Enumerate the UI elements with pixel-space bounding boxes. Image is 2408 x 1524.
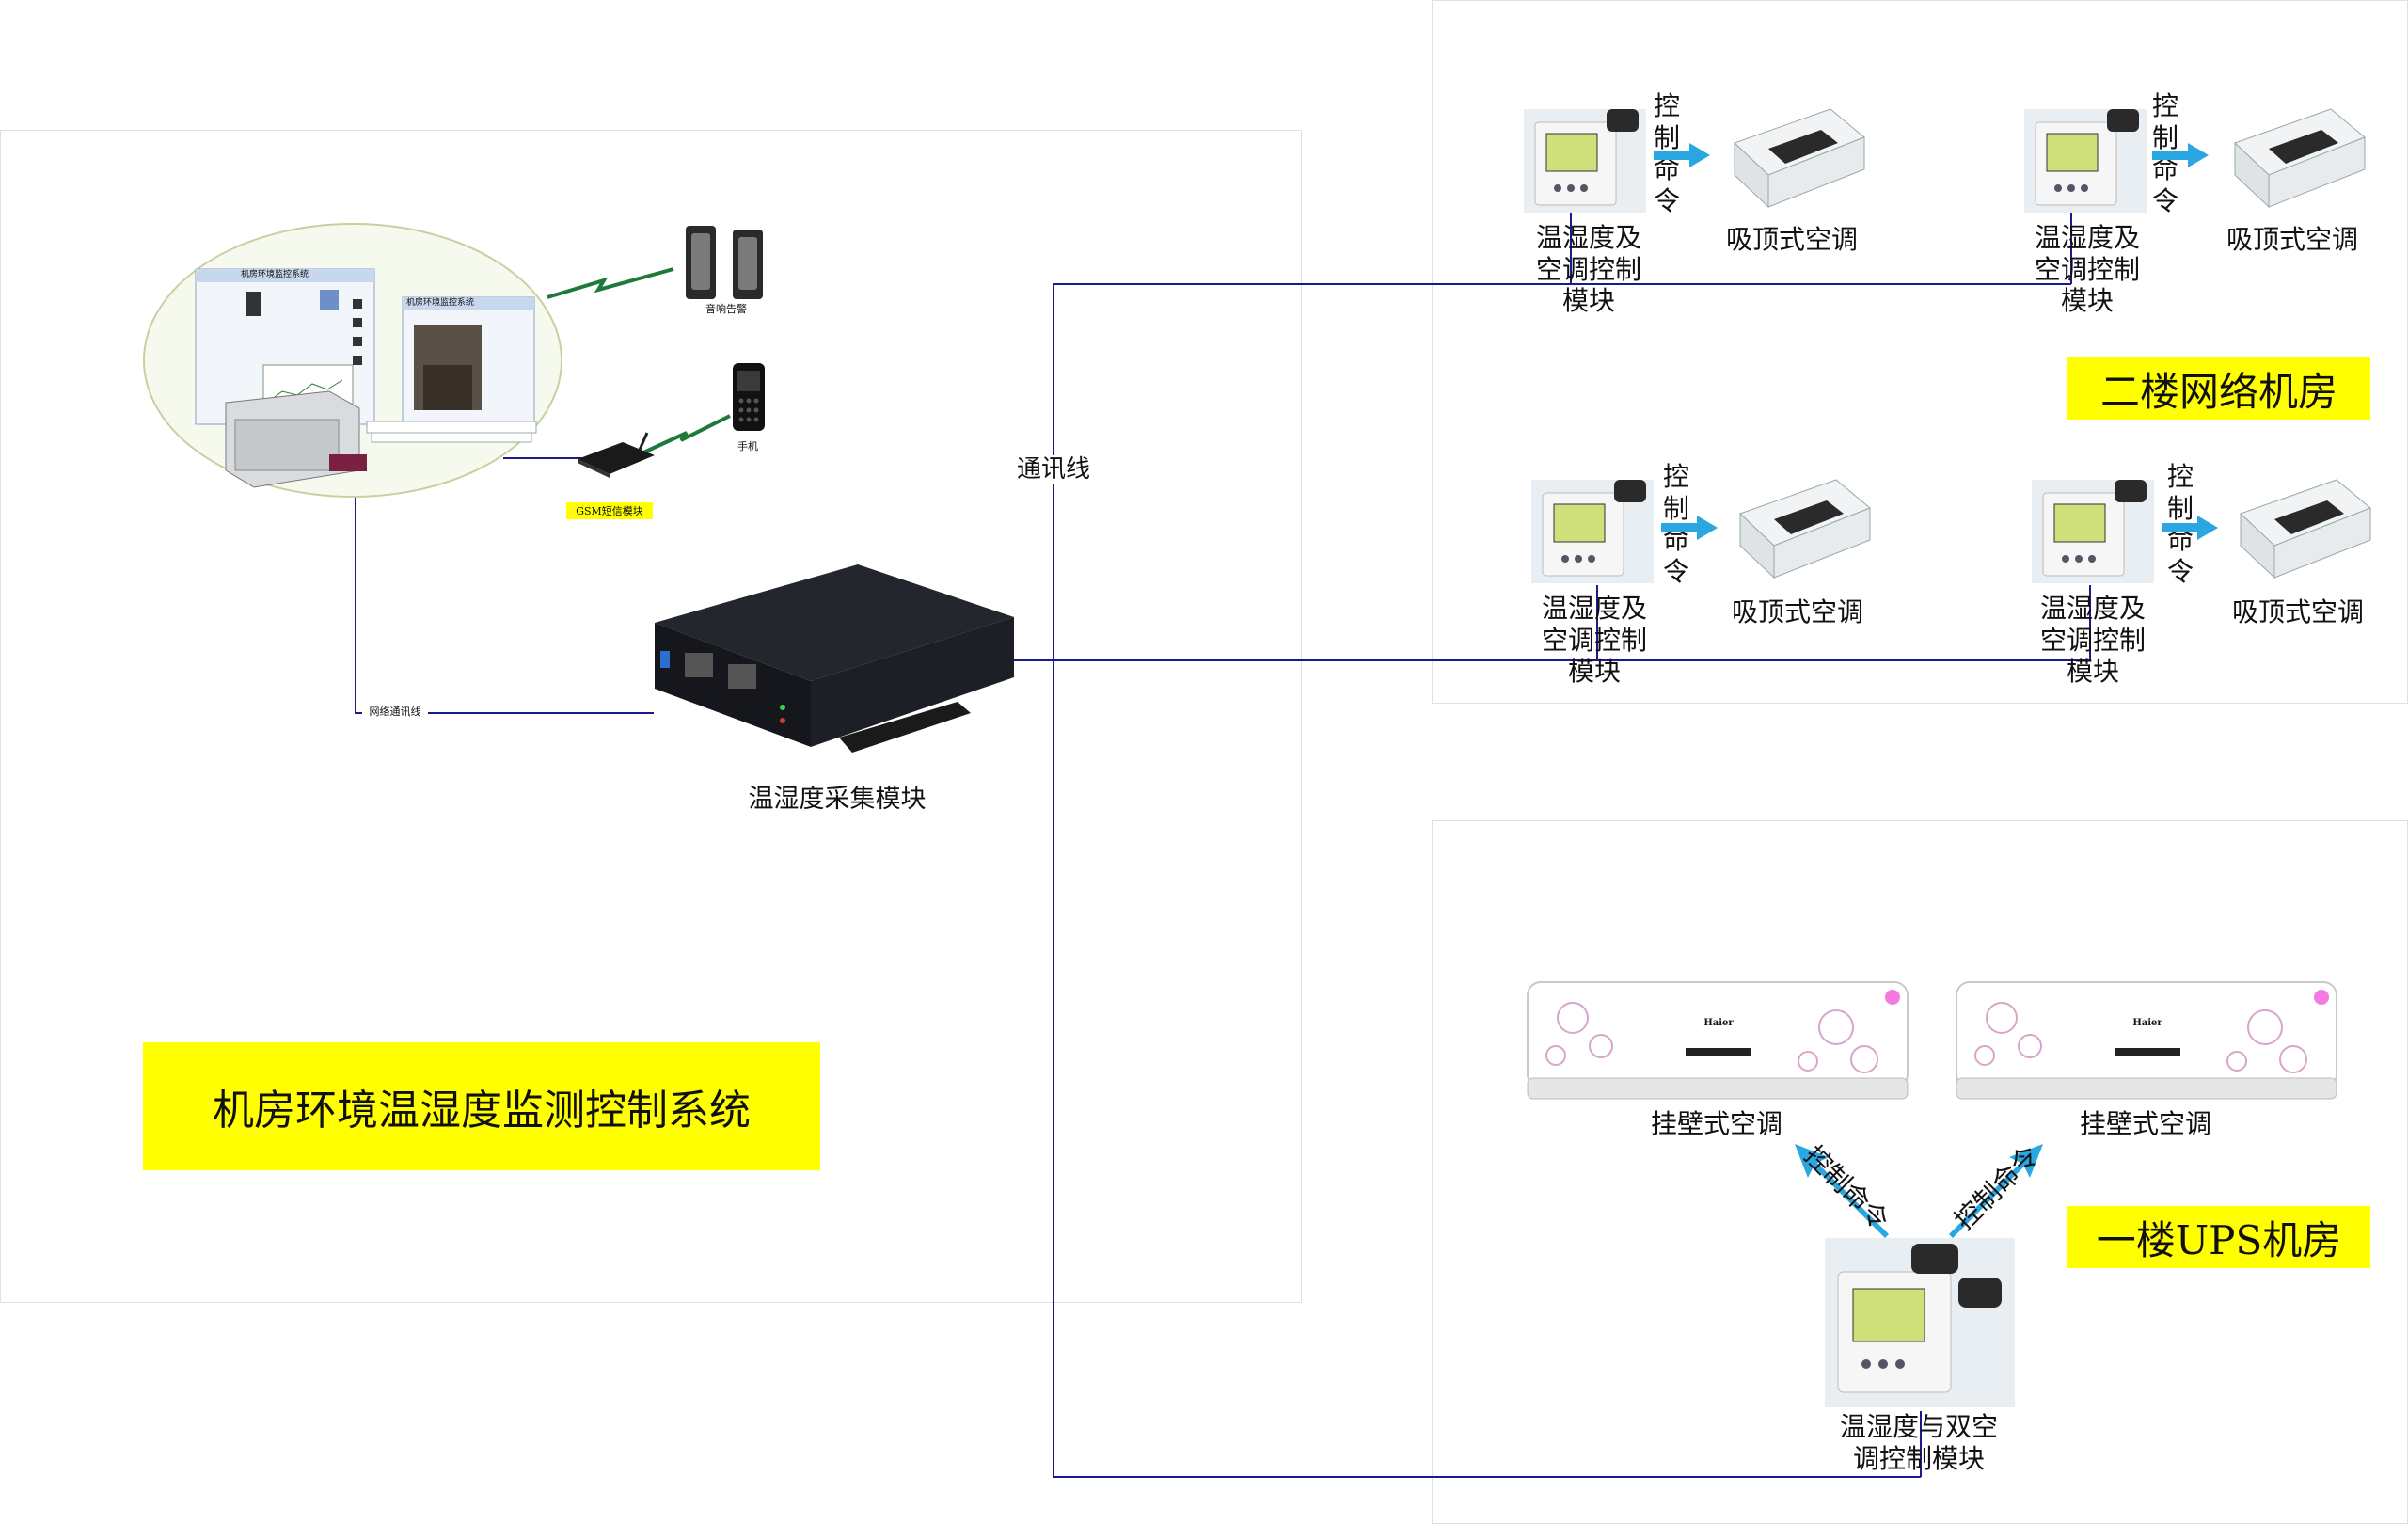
collector-module-icon <box>655 564 1014 753</box>
ups-cmd-arrow-right <box>1949 1144 2043 1238</box>
floor2-cmd-arrow-3 <box>1661 516 1718 540</box>
comm-line-label: 通讯线 <box>997 455 1110 485</box>
software-window1-title: 机房环境监控系统 <box>241 270 309 279</box>
floor2-cmd-arrow-1 <box>1654 143 1710 167</box>
floor2-ceiling-ac-icon-4 <box>2240 479 2371 579</box>
floor2-module-label-3: 温湿度及 空调控制 模块 <box>1541 593 1647 688</box>
floor2-module-icon-4 <box>2032 480 2154 583</box>
wireless-signal-phone <box>641 414 731 455</box>
phone-icon <box>733 363 765 431</box>
wireless-signal-speaker <box>547 267 674 299</box>
floor2-ceiling-ac-icon-2 <box>2234 108 2366 209</box>
gsm-module-icon <box>578 432 655 478</box>
floor2-module-icon-1 <box>1524 109 1646 213</box>
floor2-module-label-2: 温湿度及 空调控制 模块 <box>2034 222 2140 317</box>
ups-module-label: 温湿度与双空 调控制模块 <box>1839 1411 1998 1474</box>
speaker-label: 音响告警 <box>705 303 747 315</box>
lan-line <box>355 494 654 714</box>
collector-label: 温湿度采集模块 <box>748 785 927 814</box>
system-title: 机房环境温湿度监测控制系统 <box>143 1042 820 1170</box>
lan-label: 网络通讯线 <box>362 706 428 719</box>
floor2-ac-label-1: 吸顶式空调 <box>1725 224 1858 255</box>
floor2-module-icon-3 <box>1531 480 1654 583</box>
wall-ac-icon-right <box>1956 981 2337 1100</box>
gsm-label: GSM短信模块 <box>566 502 653 519</box>
floor1-room-label: 一楼UPS机房 <box>2067 1206 2370 1268</box>
floor2-cmd-arrow-4 <box>2162 516 2218 540</box>
wall-ac-icon-left <box>1527 981 1909 1100</box>
floor2-ceiling-ac-icon-3 <box>1739 479 1871 579</box>
floor2-module-icon-2 <box>2024 109 2147 213</box>
floor2-ceiling-ac-icon-1 <box>1734 108 1865 209</box>
wall-ac-brand-left: Haier <box>1703 1018 1734 1028</box>
phone-label: 手机 <box>737 440 758 452</box>
floor2-module-label-1: 温湿度及 空调控制 模块 <box>1535 222 1641 317</box>
floor2-ac-label-2: 吸顶式空调 <box>2226 224 2358 255</box>
floor2-room-label: 二楼网络机房 <box>2067 357 2370 420</box>
floor2-ac-label-3: 吸顶式空调 <box>1731 596 1863 627</box>
software-window2-title: 机房环境监控系统 <box>406 298 475 308</box>
floor2-ac-label-4: 吸顶式空调 <box>2231 596 2364 627</box>
wall-ac-label-left: 挂壁式空调 <box>1650 1108 1782 1139</box>
ups-cmd-arrow-left <box>1795 1144 1889 1238</box>
wall-ac-label-right: 挂壁式空调 <box>2079 1108 2211 1139</box>
ups-module-icon <box>1825 1238 2015 1407</box>
software-illustration <box>143 223 562 498</box>
floor2-module-label-4: 温湿度及 空调控制 模块 <box>2039 593 2146 688</box>
floor2-cmd-arrow-2 <box>2152 143 2209 167</box>
speaker-icon <box>686 226 763 299</box>
wall-ac-brand-right: Haier <box>2132 1018 2162 1028</box>
